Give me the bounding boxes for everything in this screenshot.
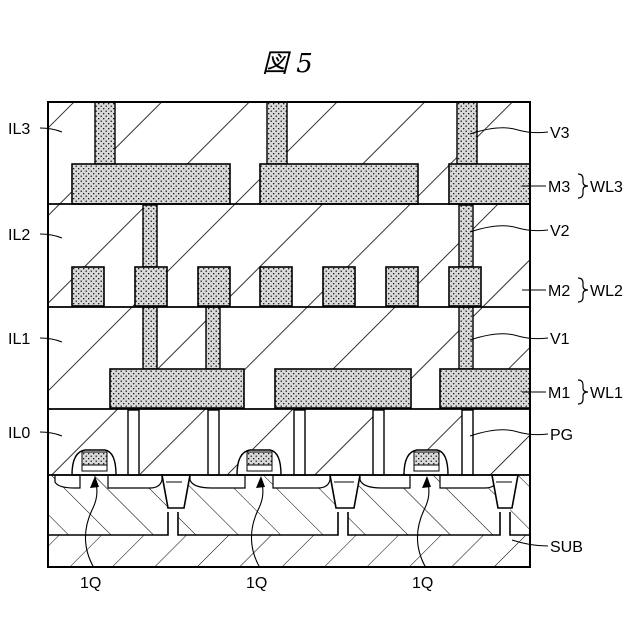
m1-lines <box>110 369 530 408</box>
label-transistor-2: 1Q <box>246 575 267 592</box>
substrate <box>48 475 530 567</box>
label-il2: IL2 <box>8 227 30 244</box>
label-v2: V2 <box>550 223 570 240</box>
label-transistor-1: 1Q <box>80 575 101 592</box>
figure-title: 図 5 <box>262 49 313 79</box>
label-wl1: WL1 <box>590 385 623 402</box>
label-wl2: WL2 <box>590 283 623 300</box>
m3-lines <box>72 164 530 204</box>
wl-braces <box>578 174 588 404</box>
label-pg: PG <box>550 427 573 444</box>
label-m3: M3 <box>548 179 570 196</box>
label-il0: IL0 <box>8 425 30 442</box>
label-sub: SUB <box>550 539 583 556</box>
label-transistor-3: 1Q <box>412 575 433 592</box>
label-wl3: WL3 <box>590 179 623 196</box>
label-v3: V3 <box>550 125 570 142</box>
label-m2: M2 <box>548 283 570 300</box>
label-m1: M1 <box>548 385 570 402</box>
label-v1: V1 <box>550 331 570 348</box>
label-il1: IL1 <box>8 331 30 348</box>
label-il3: IL3 <box>8 121 30 138</box>
